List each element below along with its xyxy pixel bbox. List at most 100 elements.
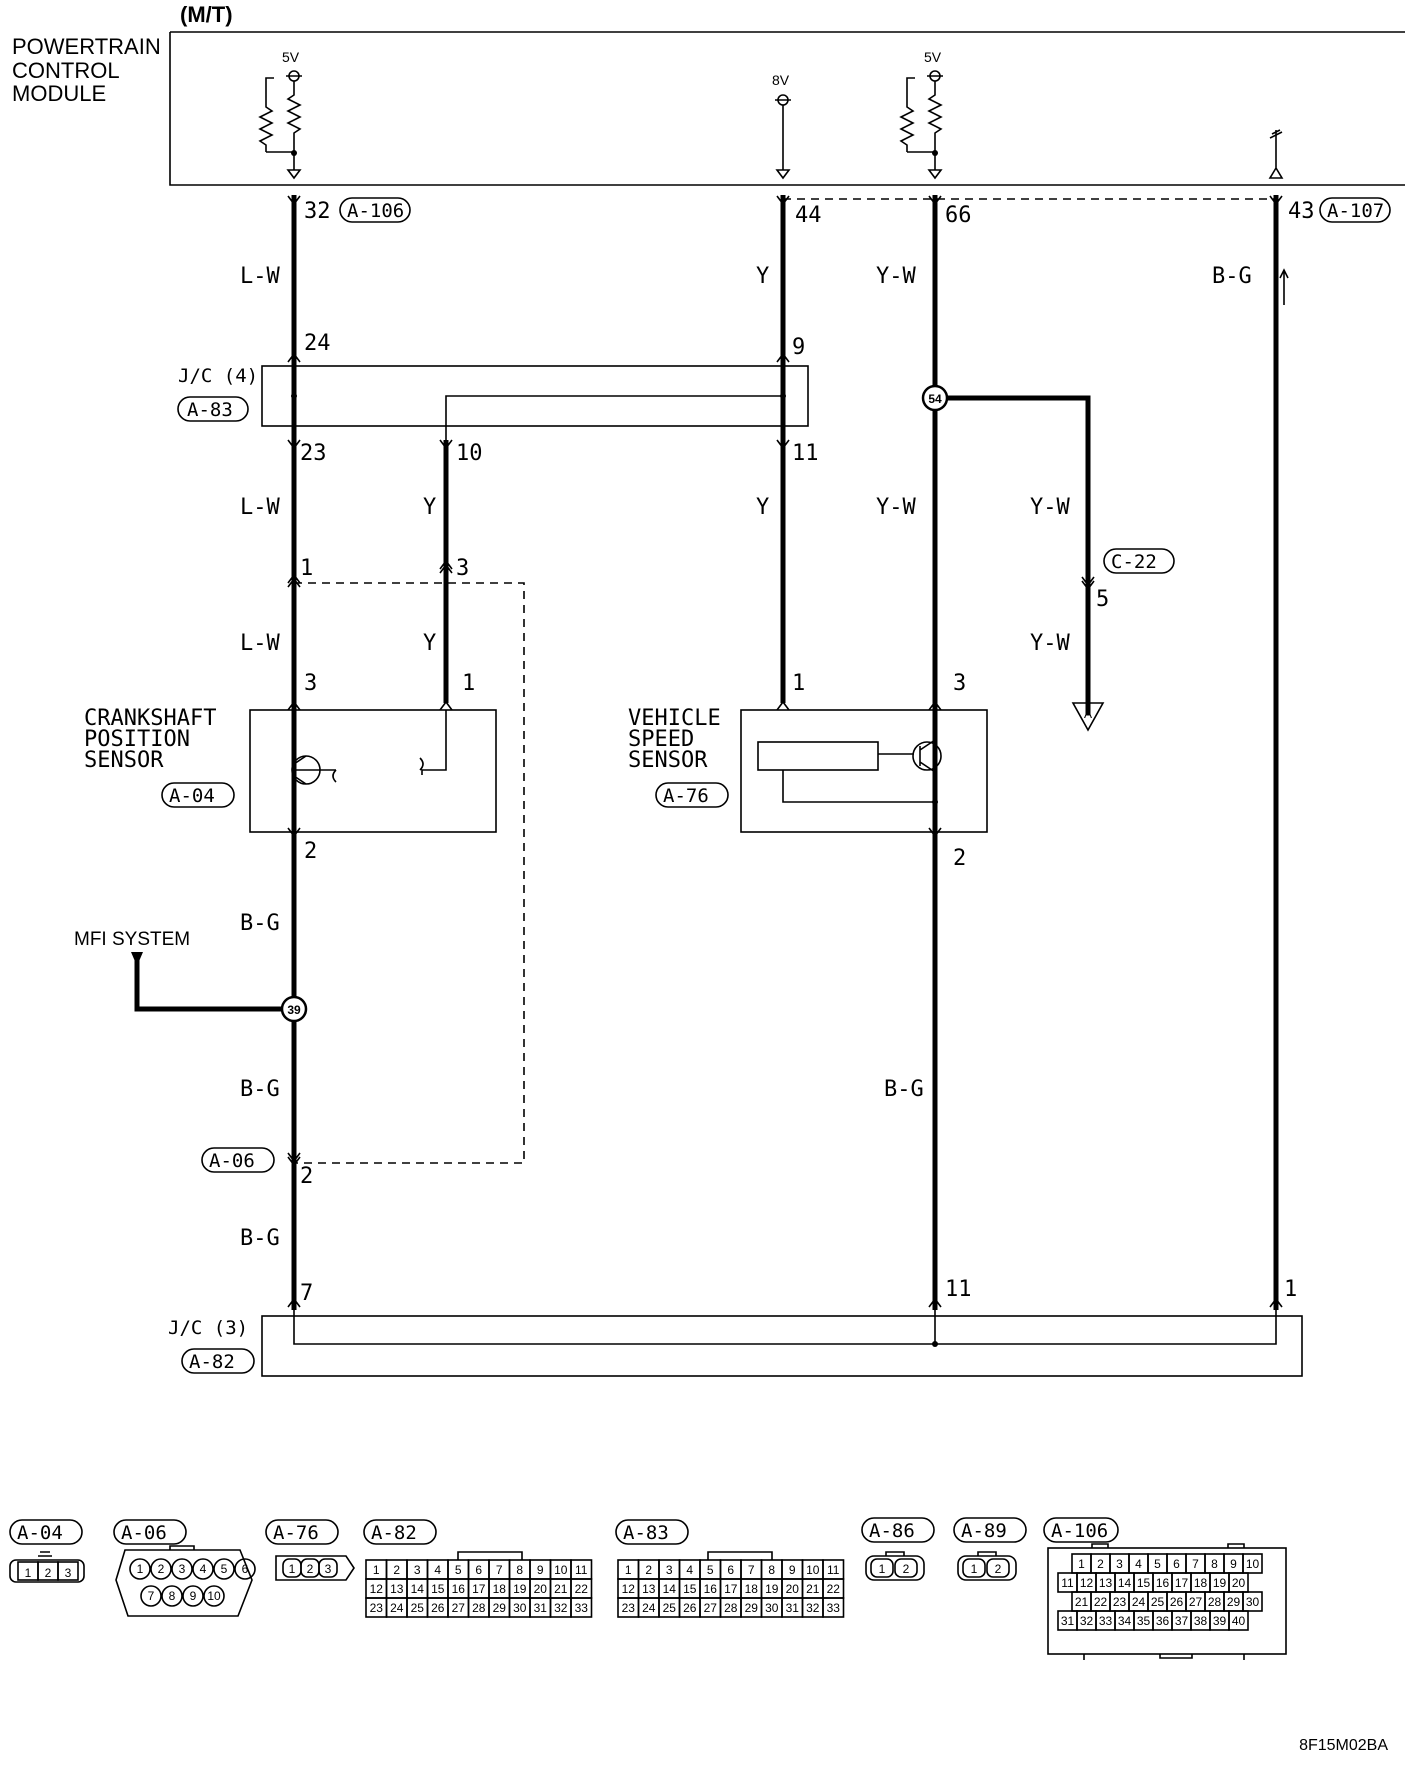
pcm-label-line2: CONTROL: [12, 58, 120, 83]
conn-tag-a76: [655, 782, 729, 808]
connector-pin-label: 13: [642, 1582, 656, 1596]
ckp-label-line3: SENSOR: [84, 748, 164, 773]
connector-pin-label: 28: [1208, 1595, 1222, 1609]
connector-pin-label: 3: [666, 1563, 673, 1577]
connector-pin-label: 29: [745, 1601, 759, 1615]
vss-box: [740, 709, 988, 833]
connector-pin: [213, 1558, 235, 1580]
connector-pin: [1242, 1553, 1263, 1574]
connector-pin-label: 10: [1246, 1557, 1260, 1571]
connector-pin: [161, 1585, 183, 1607]
connector-pin-label: 27: [1189, 1595, 1203, 1609]
connector-pin-label: 38: [1194, 1614, 1208, 1628]
svg-text:5V: 5V: [924, 49, 942, 65]
vss-conn: A-76: [663, 785, 709, 807]
connector-pin-label: 18: [1194, 1576, 1208, 1590]
connector-pin: [192, 1558, 214, 1580]
connector-pin-label: 4: [434, 1563, 441, 1577]
wire-label-bg1: B-G: [1212, 264, 1252, 289]
connector-pin-label: 18: [493, 1582, 507, 1596]
vss-pin-3: 3: [953, 671, 966, 696]
connector-pin-label: 19: [765, 1582, 779, 1596]
connector-pin-label: 22: [827, 1582, 841, 1596]
wire-label-y1: Y: [756, 264, 769, 289]
mfi-label: MFI SYSTEM: [74, 929, 190, 950]
connector-pin-label: 23: [622, 1601, 636, 1615]
connector-pin-label: 7: [148, 1589, 155, 1603]
ckp-label-line2: POSITION: [84, 727, 190, 752]
svg-text:A-76: A-76: [273, 1522, 319, 1544]
ckp-pin-2: 2: [304, 839, 317, 864]
svg-text:1: 1: [289, 1562, 296, 1576]
conn-tag-a06: [201, 1147, 275, 1173]
connector-pin-label: 26: [431, 1601, 445, 1615]
connector-pin-label: 29: [1227, 1595, 1241, 1609]
pcm-box: [169, 31, 1405, 186]
svg-text:5V: 5V: [282, 49, 300, 65]
pin-43: 43: [1288, 199, 1315, 224]
connector-pin-label: 21: [806, 1582, 820, 1596]
splice-39: [280, 995, 308, 1023]
jc4-pin-11: 11: [792, 441, 819, 466]
wire-label-bg3: B-G: [240, 1077, 280, 1102]
connector-pin-label: 13: [390, 1582, 404, 1596]
connector-pin-label: 8: [516, 1563, 523, 1577]
connector-pin-label: 3: [1116, 1557, 1123, 1571]
connector-pin-label: 16: [452, 1582, 466, 1596]
connector-pin-label: 6: [475, 1563, 482, 1577]
connector-pin: [1242, 1591, 1263, 1612]
connector-pin-label: 16: [704, 1582, 718, 1596]
connector-pin-label: 40: [1232, 1614, 1246, 1628]
connector-pin: [822, 1597, 845, 1618]
connector-pin-label: 24: [390, 1601, 404, 1615]
connector-pin-label: 30: [513, 1601, 527, 1615]
connector-pin-label: 31: [534, 1601, 548, 1615]
connector-pin-label: 1: [137, 1562, 144, 1576]
connector-pin-label: 26: [683, 1601, 697, 1615]
connector-pin-label: 11: [1061, 1576, 1074, 1590]
connector-pin: [182, 1585, 204, 1607]
connector-pin-label: 6: [727, 1563, 734, 1577]
connector-pin-label: 9: [537, 1563, 544, 1577]
connector-pin-label: 33: [575, 1601, 589, 1615]
ground-a-symbol: [1071, 702, 1105, 732]
svg-text:2: 2: [307, 1562, 314, 1576]
ckp-box: [249, 709, 497, 833]
splice-54-label: 54: [928, 392, 942, 406]
svg-text:3: 3: [325, 1562, 332, 1576]
connector-pin-label: 34: [1118, 1614, 1132, 1628]
pcm-supply-8v: 8V: [772, 72, 791, 180]
svg-text:2: 2: [995, 1562, 1002, 1576]
vss-label-line3: SENSOR: [628, 748, 708, 773]
wire-label-y3: Y: [756, 495, 769, 520]
connector-pin: [234, 1558, 256, 1580]
connector-pin-label: 24: [1132, 1595, 1146, 1609]
connector-pin-label: 30: [765, 1601, 779, 1615]
connector-pin-label: 2: [1097, 1557, 1104, 1571]
connector-pin-label: 33: [1099, 1614, 1113, 1628]
connector-pin: [171, 1558, 193, 1580]
connector-pin-label: 19: [1213, 1576, 1227, 1590]
jc4-pin-24: 24: [304, 331, 331, 356]
conn-tag-c22: [1103, 548, 1175, 574]
svg-text:3: 3: [65, 1566, 72, 1580]
vss-label-line2: SPEED: [628, 727, 694, 752]
connector-pin-label: 20: [534, 1582, 548, 1596]
a06-pin-2: 2: [300, 1164, 313, 1189]
connector-pin-label: 27: [704, 1601, 718, 1615]
connector-pin-label: 32: [554, 1601, 568, 1615]
connector-pin-label: 20: [786, 1582, 800, 1596]
connector-pin-label: 9: [1230, 1557, 1237, 1571]
connector-pin-label: 23: [1113, 1595, 1127, 1609]
connector-pin-label: 21: [554, 1582, 568, 1596]
connector-pin-label: 37: [1175, 1614, 1189, 1628]
connector-pin-label: 14: [1118, 1576, 1132, 1590]
jc4-internal-link: [445, 395, 783, 440]
connector-pin-label: 2: [393, 1563, 400, 1577]
splice-54: [921, 384, 949, 412]
connector-pin: [1228, 1610, 1249, 1631]
connector-pin-label: 15: [431, 1582, 445, 1596]
svg-text:A-82: A-82: [371, 1522, 417, 1544]
